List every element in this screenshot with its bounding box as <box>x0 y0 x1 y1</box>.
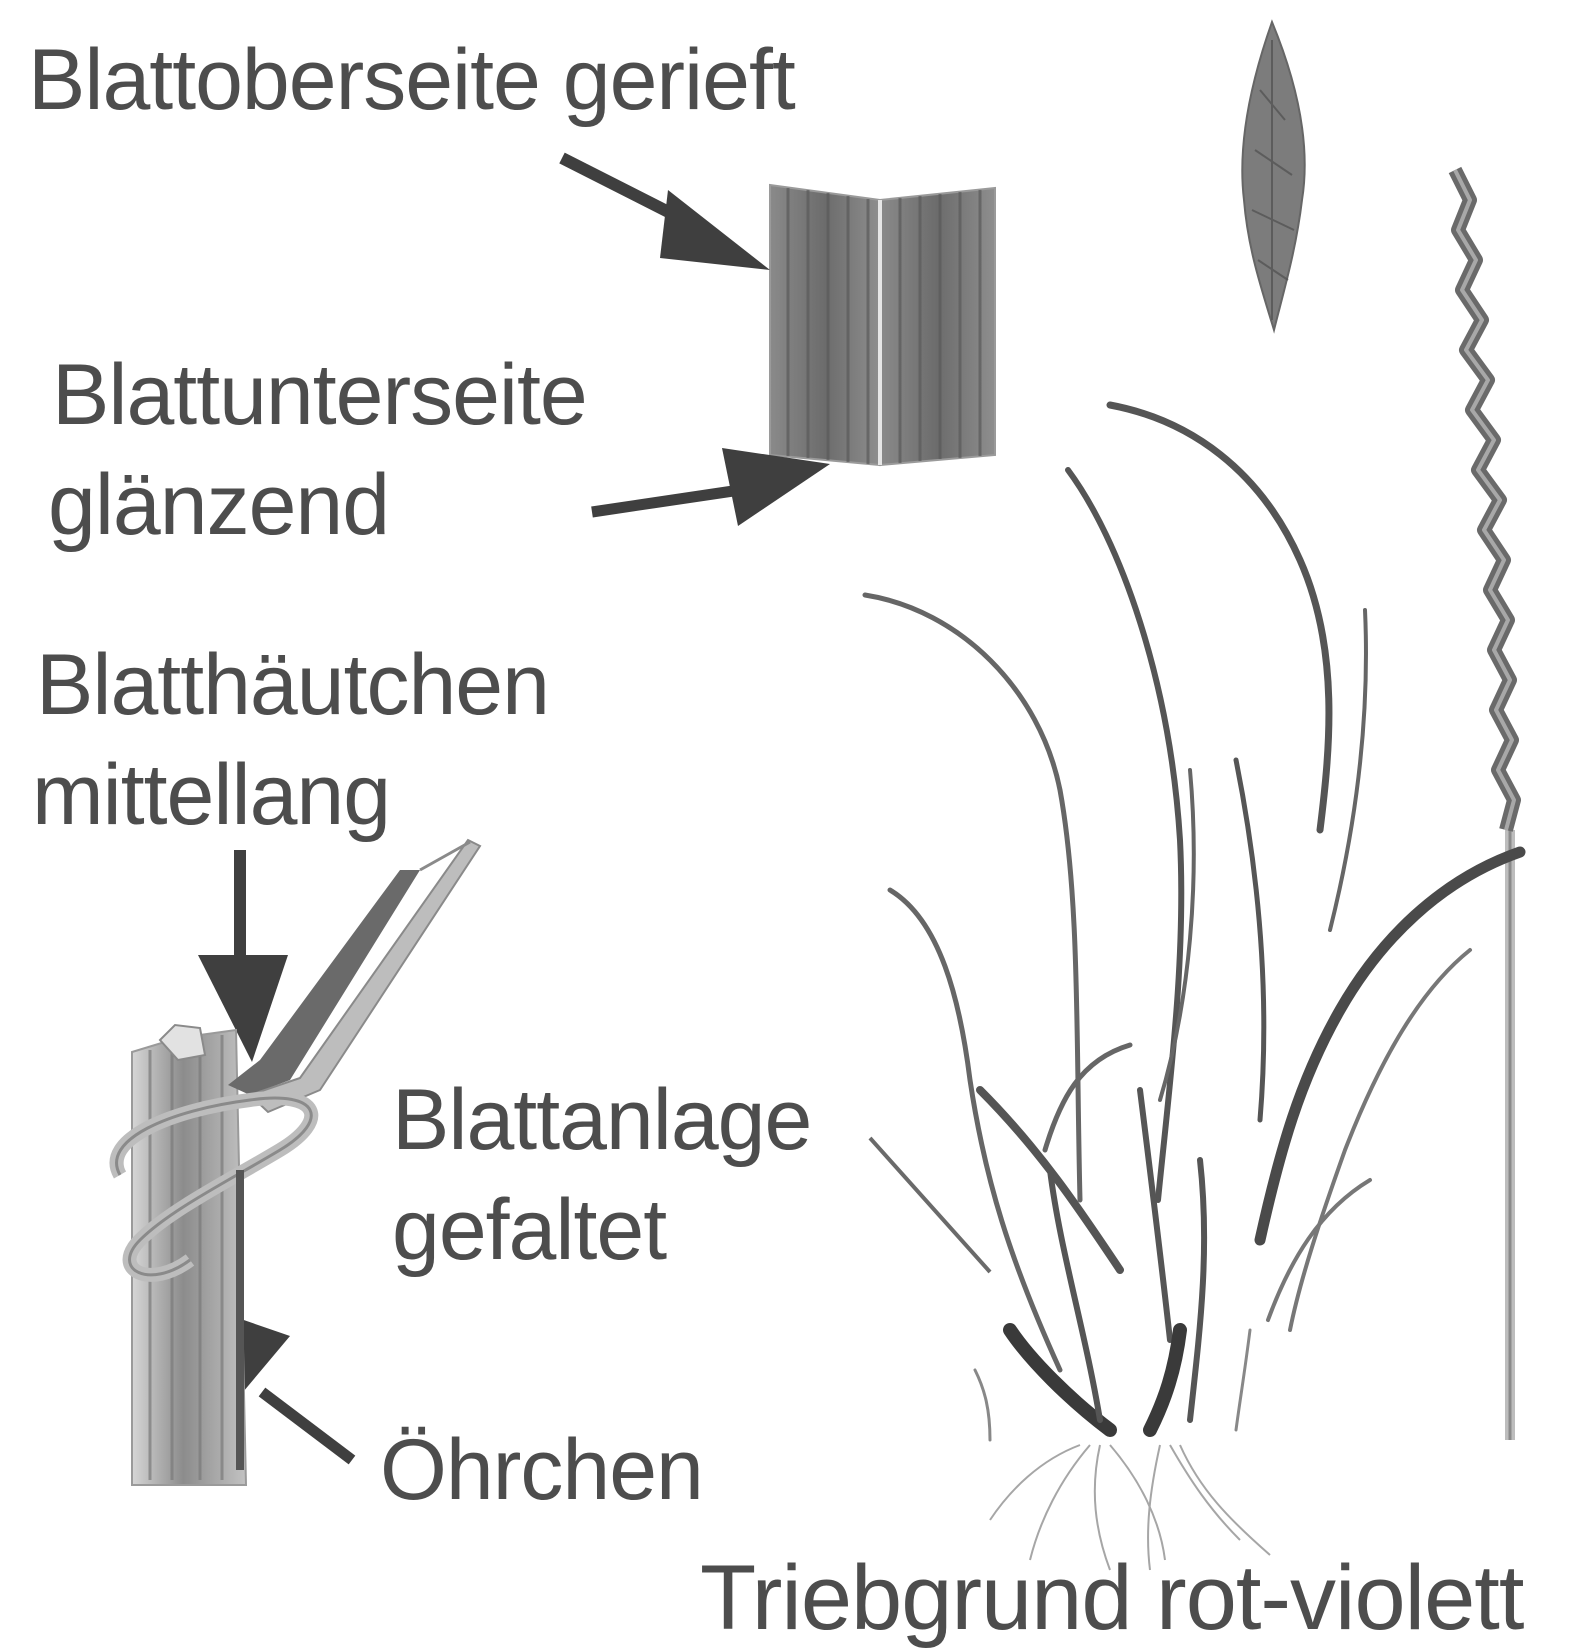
spike-illustration <box>1455 170 1514 1440</box>
label-auricle: Öhrchen <box>380 1420 703 1520</box>
arrow-upper-side <box>562 158 770 270</box>
arrow-lower-side <box>592 448 830 526</box>
ear-illustration <box>1242 22 1304 330</box>
label-vernation-line1: Blattanlage <box>392 1070 811 1170</box>
label-vernation-line2: gefaltet <box>392 1180 666 1280</box>
pointer-vernation <box>870 1138 990 1272</box>
label-lower-side-line1: Blattunterseite <box>52 345 587 445</box>
label-ligule-line1: Blatthäutchen <box>36 635 549 735</box>
label-lower-side-line2: glänzend <box>48 455 389 555</box>
leaf-section-illustration <box>770 185 995 465</box>
label-ligule-line2: mittellang <box>32 745 390 845</box>
label-shoot-base: Triebgrund rot-violett <box>700 1548 1523 1648</box>
grass-blades-illustration <box>865 405 1520 1440</box>
arrow-ligule <box>198 850 288 1062</box>
label-upper-side: Blattoberseite gerieft <box>28 30 795 130</box>
